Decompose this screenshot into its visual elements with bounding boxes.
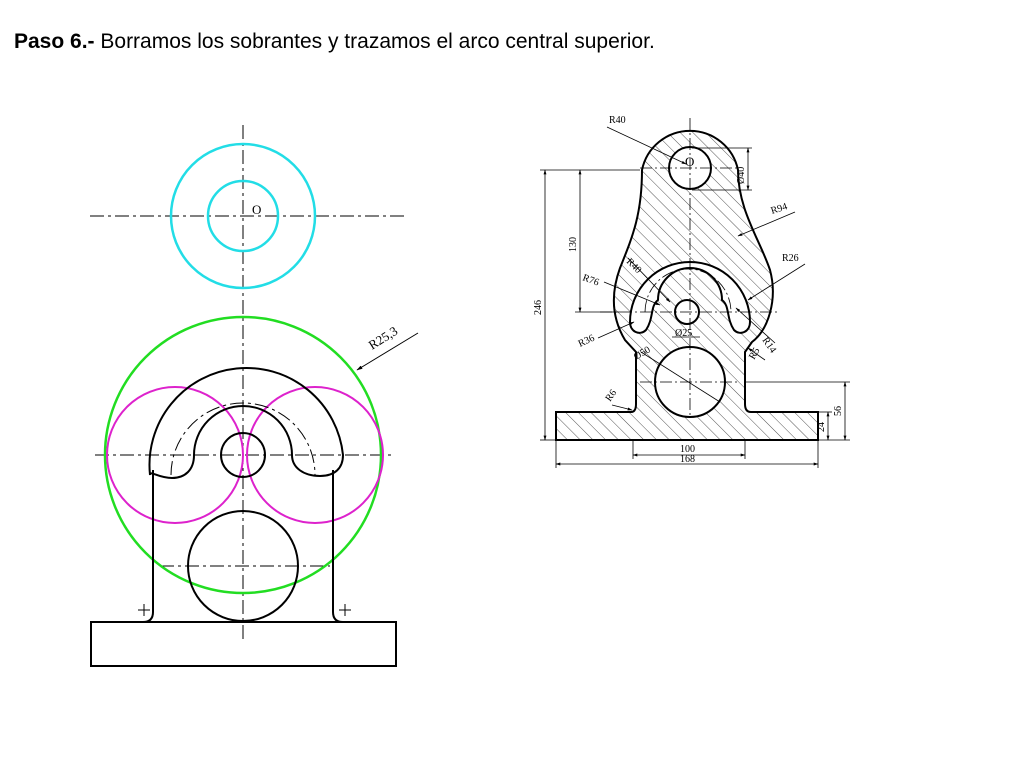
dim-246: 246 (533, 300, 544, 315)
dim-r5: R5 (747, 346, 762, 362)
outer-cyan-circle (169, 142, 317, 290)
left-center-label: O (252, 202, 261, 217)
cross-markers (138, 604, 351, 616)
right-dimensioned-drawing: O R40 Ø40 R94 R26 R40 R76 Ø25 R36 Ø50 R1… (533, 115, 850, 468)
page-title: Paso 6.- Borramos los sobrantes y trazam… (14, 30, 655, 54)
radius-label: R25,3 (366, 323, 401, 352)
magenta-circle-right (246, 386, 384, 524)
dimension-lines (540, 126, 850, 468)
step-label: Paso 6.- (14, 30, 95, 53)
dim-130: 130 (568, 237, 579, 252)
dim-56: 56 (833, 406, 844, 416)
base-plate (90, 621, 397, 667)
dim-24: 24 (816, 422, 827, 432)
step-description: Borramos los sobrantes y trazamos el arc… (94, 30, 655, 53)
dim-r26: R26 (782, 253, 799, 264)
dim-100: 100 (680, 444, 695, 455)
dim-d40: Ø40 (736, 167, 747, 184)
magenta-circle-left (106, 386, 244, 524)
right-side-line (332, 470, 344, 623)
dim-d25: Ø25 (675, 328, 692, 339)
center-arc (170, 402, 316, 476)
radius-leader (356, 332, 419, 371)
dim-r6: R6 (603, 388, 619, 404)
outer-arch (148, 367, 345, 480)
dim-r76: R76 (581, 272, 600, 288)
dim-r36: R36 (577, 333, 597, 350)
right-center-lines (600, 118, 780, 418)
inner-cyan-circle (206, 179, 280, 253)
left-side-line (142, 470, 154, 623)
center-lines (90, 125, 405, 640)
dim-r14: R14 (760, 335, 779, 355)
dim-r94: R94 (770, 201, 789, 217)
left-construction-drawing: O R25,3 (90, 125, 419, 667)
small-center-circle (220, 432, 266, 478)
hatched-body (555, 129, 819, 441)
dim-r40-top: R40 (609, 115, 626, 126)
dim-168: 168 (680, 454, 695, 465)
right-center-label: O (685, 154, 694, 169)
green-circle (103, 315, 383, 595)
